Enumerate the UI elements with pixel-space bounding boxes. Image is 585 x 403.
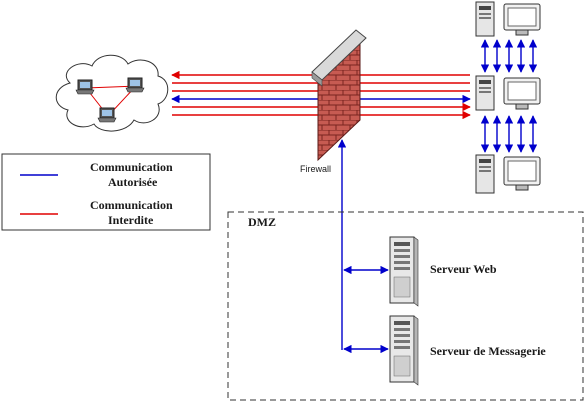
workstation <box>475 154 541 194</box>
workstation-links <box>480 39 538 153</box>
mail-server-label: Serveur de Messagerie <box>430 344 546 358</box>
dmz-zone <box>227 211 584 401</box>
dmz-label: DMZ <box>248 215 276 229</box>
legend: Communication Autorisée Communication In… <box>1 153 211 231</box>
laptop-icon <box>125 77 145 93</box>
mail-server-icon <box>389 315 419 386</box>
firewall-label: Firewall <box>300 164 331 174</box>
internet-cloud <box>55 54 169 132</box>
workstation <box>475 1 541 37</box>
web-server-icon <box>389 236 419 307</box>
legend-allowed-line2: Autorisée <box>108 175 158 189</box>
legend-forbidden-line1: Communication <box>90 198 173 212</box>
legend-forbidden-line2: Interdite <box>108 213 154 227</box>
firewall <box>311 29 367 162</box>
laptop-icon <box>97 107 117 123</box>
laptop-icon <box>75 79 95 95</box>
workstation <box>475 75 541 111</box>
legend-allowed-line1: Communication <box>90 160 173 174</box>
web-server-label: Serveur Web <box>430 262 497 276</box>
tower-icon <box>475 154 495 194</box>
